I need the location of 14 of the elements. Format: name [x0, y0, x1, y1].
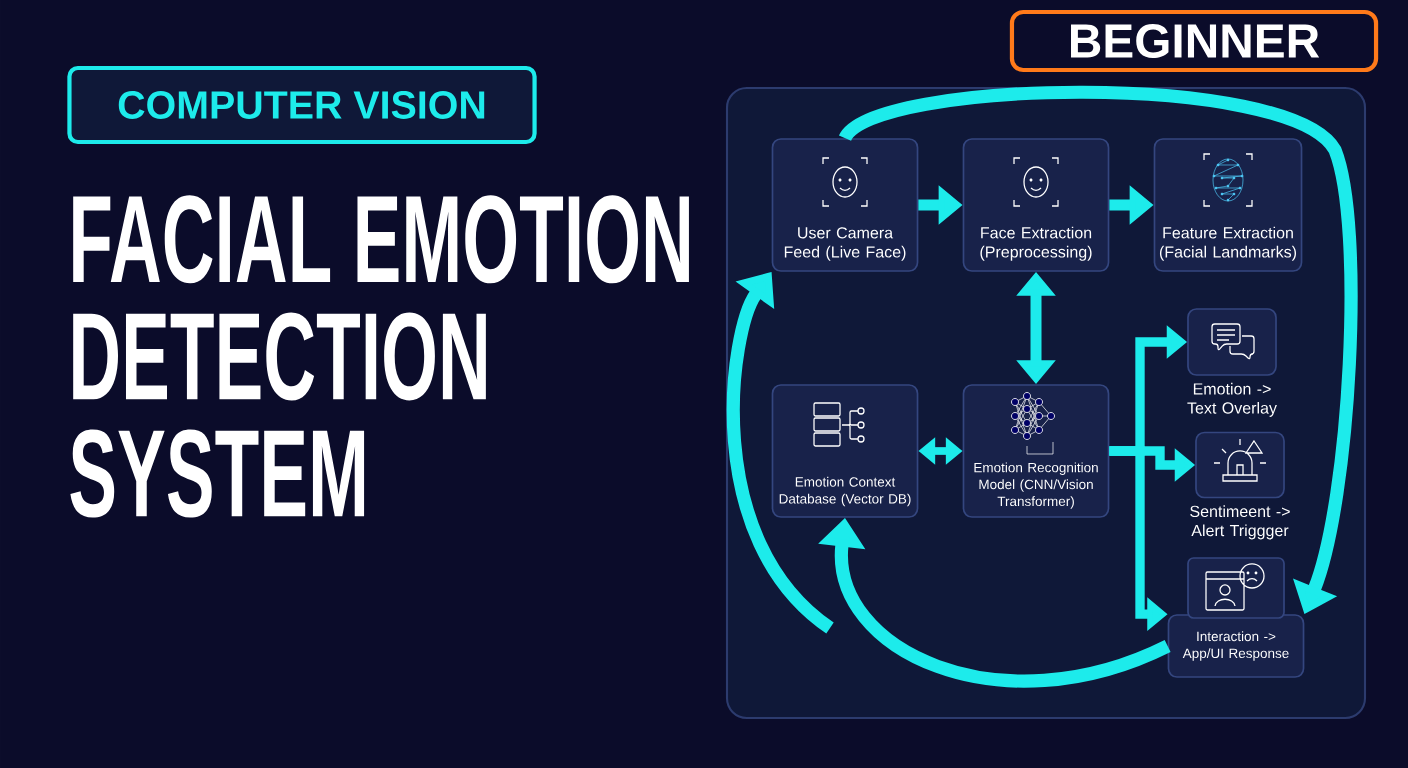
process-box: Emotion Recognition Model (CNN/Vision Transformer)	[962, 384, 1110, 518]
output-tile: Emotion -> Text Overlay	[1187, 308, 1277, 417]
node-label: Emotion -> Text Overlay	[1187, 382, 1277, 417]
process-box: User Camera Feed (Live Face)	[771, 138, 919, 272]
process-box: Face Extraction (Preprocessing)	[962, 138, 1110, 272]
process-box: Emotion Context Database (Vector DB)	[771, 384, 919, 518]
arrow	[726, 272, 835, 634]
process-box: Feature Extraction (Facial Landmarks)	[1153, 138, 1303, 272]
node-label: Sentimeent -> Alert Triggger	[1190, 505, 1290, 540]
level-badge: BEGINNER	[1009, 9, 1379, 73]
category-badge: COMPUTER VISION	[67, 65, 537, 145]
title: FACIAL EMOTION DETECTION SYSTEM	[70, 195, 689, 518]
output-box: Interaction -> App/UI Response	[1167, 614, 1305, 678]
output-tile: Sentimeent -> Alert Triggger	[1190, 431, 1290, 540]
